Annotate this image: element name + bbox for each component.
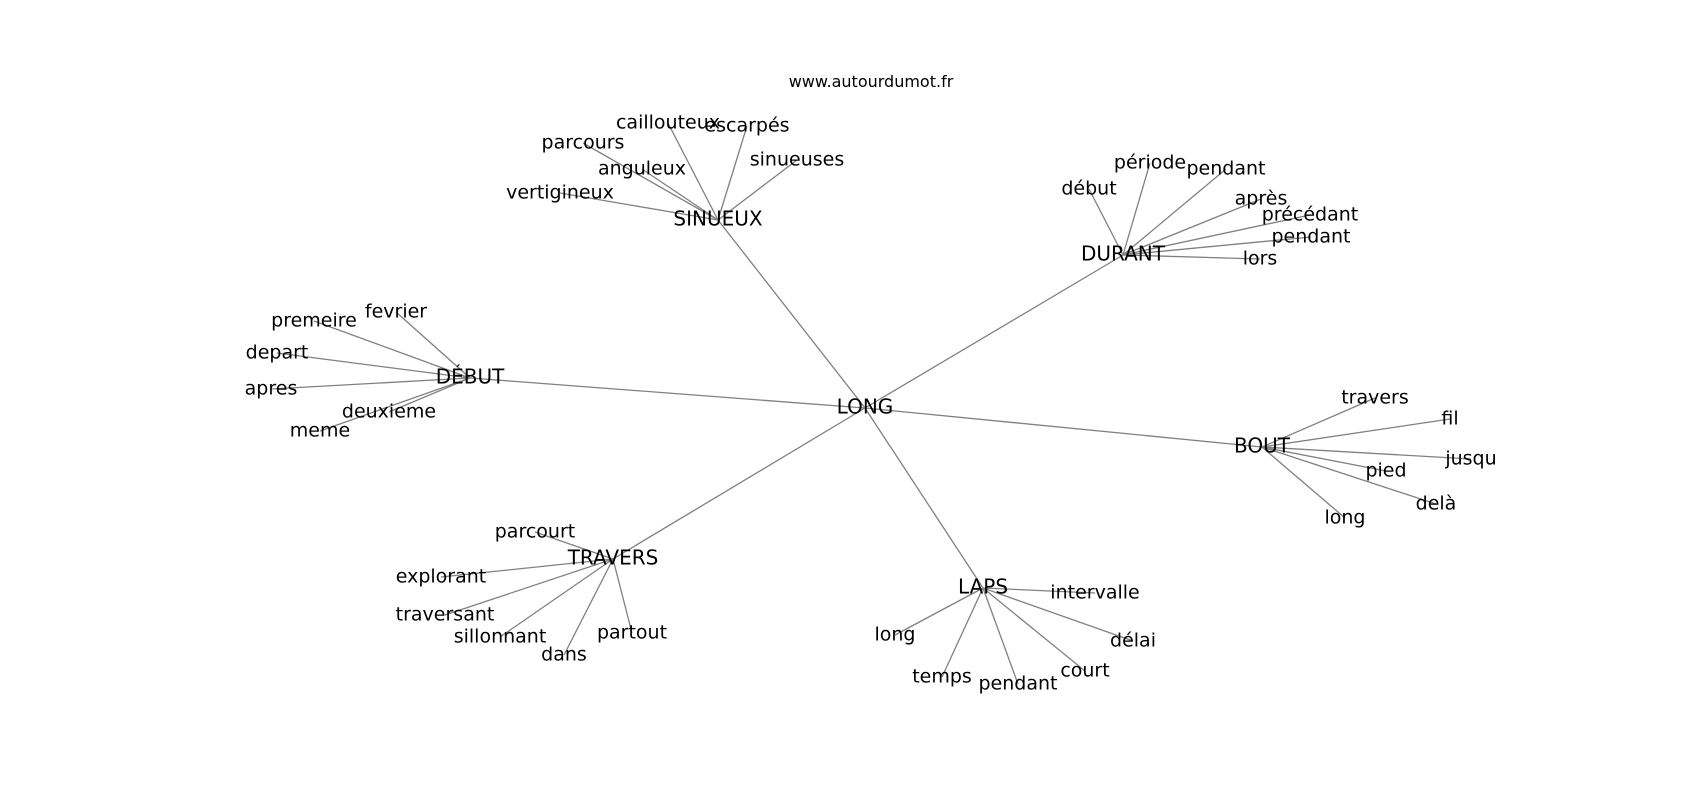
leaf-word[interactable]: escarpés bbox=[704, 115, 789, 137]
leaf-word[interactable]: caillouteux bbox=[616, 112, 720, 134]
edge-leaf bbox=[319, 377, 471, 432]
edge-leaf bbox=[982, 587, 1096, 594]
edge-leaf bbox=[563, 558, 614, 656]
edge-center-début bbox=[469, 377, 866, 409]
leaf-word[interactable]: fevrier bbox=[365, 301, 427, 323]
leaf-word[interactable]: vertigineux bbox=[506, 182, 614, 204]
edge-leaf bbox=[270, 377, 471, 390]
leaf-word[interactable]: depart bbox=[246, 342, 309, 364]
edge-leaf bbox=[1122, 254, 1261, 260]
edge-leaf bbox=[982, 587, 1086, 672]
leaf-word[interactable]: pendant bbox=[1272, 226, 1351, 248]
hub-word[interactable]: TRAVERS bbox=[567, 546, 659, 570]
edge-center-durant bbox=[864, 254, 1124, 409]
edge-leaf bbox=[1261, 446, 1472, 460]
edge-leaf bbox=[444, 558, 614, 616]
leaf-word[interactable]: delà bbox=[1416, 493, 1457, 515]
edge-leaf bbox=[534, 531, 614, 560]
leaf-word[interactable]: court bbox=[1060, 660, 1109, 682]
hub-word[interactable]: BOUT bbox=[1234, 434, 1291, 458]
edge-leaf bbox=[1261, 446, 1346, 519]
edge-leaf bbox=[941, 587, 984, 678]
edge-center-bout bbox=[864, 407, 1263, 448]
leaf-word[interactable]: partout bbox=[597, 622, 667, 644]
leaf-word[interactable]: sillonnant bbox=[454, 626, 547, 648]
edge-leaf bbox=[1122, 198, 1262, 256]
hub-word[interactable]: SINUEUX bbox=[673, 207, 762, 231]
leaf-word[interactable]: premeire bbox=[271, 310, 357, 332]
leaf-word[interactable]: dans bbox=[541, 644, 587, 666]
edge-leaf bbox=[667, 122, 719, 221]
leaf-word[interactable]: pied bbox=[1365, 460, 1406, 482]
edge-leaf bbox=[1122, 162, 1151, 256]
edge-leaf bbox=[388, 377, 471, 413]
edge-leaf bbox=[612, 558, 633, 634]
leaf-word[interactable]: deuxieme bbox=[342, 401, 436, 423]
leaf-word[interactable]: pendant bbox=[1187, 158, 1266, 180]
edge-leaf bbox=[499, 558, 614, 638]
edge-leaf bbox=[440, 558, 614, 578]
edge-leaf bbox=[894, 587, 984, 636]
edge-leaf bbox=[1122, 214, 1311, 256]
edge-leaf bbox=[559, 192, 719, 221]
leaf-word[interactable]: parcourt bbox=[495, 521, 575, 543]
edge-leaf bbox=[717, 125, 748, 221]
leaf-word[interactable]: travers bbox=[1341, 387, 1409, 409]
leaf-word[interactable]: pendant bbox=[979, 673, 1058, 695]
edge-leaf bbox=[395, 311, 471, 379]
hub-word[interactable]: LAPS bbox=[958, 575, 1008, 599]
edge-center-laps bbox=[864, 407, 984, 589]
site-url: www.autourdumot.fr bbox=[788, 72, 954, 91]
edge-leaf bbox=[717, 159, 798, 221]
edge-leaf bbox=[276, 352, 471, 379]
leaf-word[interactable]: long bbox=[1324, 507, 1365, 529]
leaf-word[interactable]: lors bbox=[1243, 248, 1278, 270]
edge-leaf bbox=[982, 587, 1134, 642]
leaf-word[interactable]: intervalle bbox=[1050, 582, 1139, 604]
leaf-word[interactable]: anguleux bbox=[598, 158, 686, 180]
edge-leaf bbox=[582, 142, 719, 221]
leaf-word[interactable]: temps bbox=[912, 666, 972, 688]
leaf-word[interactable]: parcours bbox=[542, 132, 625, 154]
edge-leaf bbox=[1088, 188, 1124, 256]
leaf-word[interactable]: période bbox=[1114, 152, 1186, 174]
edges-layer bbox=[270, 122, 1472, 685]
leaf-word[interactable]: précédant bbox=[1262, 204, 1358, 226]
edge-leaf bbox=[1261, 446, 1387, 472]
leaf-word[interactable]: explorant bbox=[396, 566, 487, 588]
hub-word[interactable]: DURANT bbox=[1081, 242, 1166, 266]
leaf-word[interactable]: long bbox=[874, 624, 915, 646]
hub-word[interactable]: DÉBUT bbox=[436, 365, 505, 389]
edge-leaf bbox=[313, 320, 471, 379]
edge-leaf bbox=[1261, 397, 1376, 448]
leaf-word[interactable]: traversant bbox=[396, 604, 495, 626]
edge-leaf bbox=[1122, 236, 1312, 256]
leaf-word[interactable]: meme bbox=[290, 420, 350, 442]
leaf-word[interactable]: après bbox=[1235, 188, 1288, 210]
leaf-word[interactable]: sinueuses bbox=[750, 149, 844, 171]
edge-center-sinueux bbox=[717, 219, 866, 409]
edge-leaf bbox=[1261, 418, 1451, 448]
leaf-word[interactable]: fil bbox=[1441, 408, 1458, 430]
leaf-word[interactable]: délai bbox=[1110, 630, 1156, 652]
edge-leaf bbox=[1122, 168, 1227, 256]
center-word[interactable]: LONG bbox=[837, 395, 894, 419]
edge-leaf bbox=[982, 587, 1019, 685]
edge-leaf bbox=[1261, 446, 1437, 505]
leaf-word[interactable]: apres bbox=[245, 378, 298, 400]
edge-center-travers bbox=[612, 407, 866, 560]
edge-leaf bbox=[641, 168, 719, 221]
leaf-word[interactable]: jusqu bbox=[1444, 448, 1496, 470]
leaf-word[interactable]: début bbox=[1061, 178, 1116, 200]
